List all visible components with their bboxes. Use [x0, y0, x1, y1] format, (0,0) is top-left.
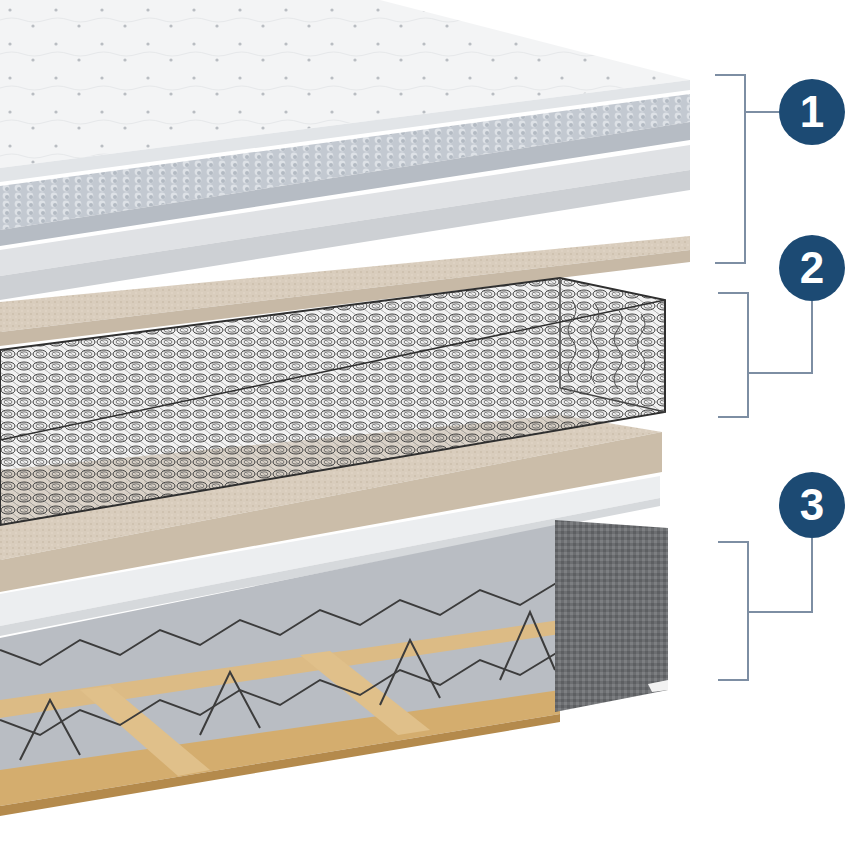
bracket — [715, 75, 812, 680]
callout-number: 2 — [800, 246, 824, 290]
callout-circle: 2 — [779, 235, 845, 301]
callout-circle: 1 — [779, 79, 845, 145]
callout-number: 1 — [800, 90, 824, 134]
callout-circle: 3 — [779, 472, 845, 538]
callout-number: 3 — [800, 483, 824, 527]
